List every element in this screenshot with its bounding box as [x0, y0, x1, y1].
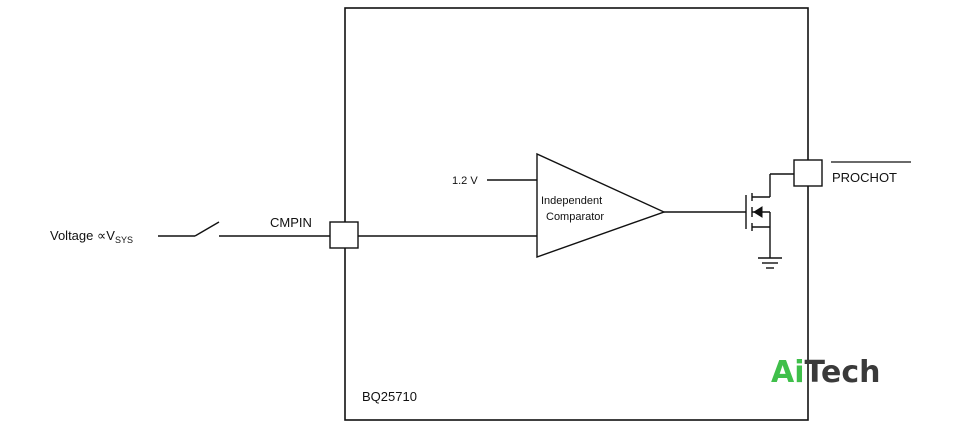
prochot-label: PROCHOT: [832, 170, 897, 185]
reference-voltage-label: 1.2 V: [452, 175, 478, 187]
logo-part2: Tech: [805, 355, 881, 390]
cmpin-pin: [329, 221, 359, 249]
input-label-var: V: [106, 228, 115, 243]
switch-icon: [194, 221, 220, 237]
aitech-logo: AiTech: [771, 355, 880, 390]
comparator-icon: [536, 152, 666, 258]
mosfet-icon: [745, 173, 794, 269]
comparator-label-line1: Independent: [541, 195, 602, 207]
cmpin-label: CMPIN: [270, 215, 312, 230]
logo-part1: Ai: [771, 355, 805, 390]
mosfet-arrow-icon: [753, 206, 763, 218]
chip-name-label: BQ25710: [362, 389, 417, 404]
input-voltage-label: Voltage ∝VSYS: [50, 228, 133, 245]
comparator-label-line2: Comparator: [546, 211, 604, 223]
chip-body: [344, 7, 809, 421]
prochot-pin: [793, 159, 823, 187]
proportional-symbol: ∝: [97, 228, 106, 243]
input-label-main: Voltage: [50, 228, 97, 243]
svg-text:AiTech: AiTech: [771, 355, 880, 390]
input-label-subscript: SYS: [115, 235, 133, 245]
